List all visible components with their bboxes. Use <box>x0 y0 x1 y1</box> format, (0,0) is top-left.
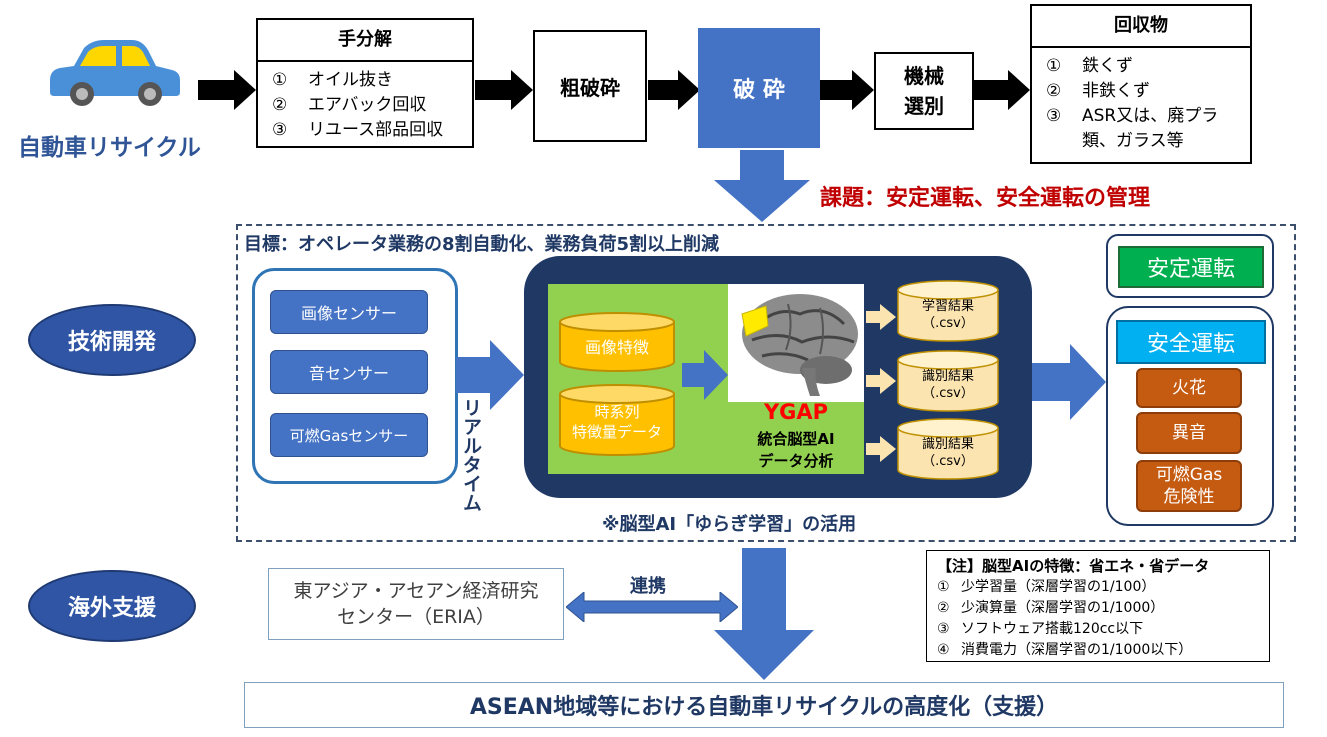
arrow-down-icon <box>714 150 810 222</box>
manual-disassembly-title: 手分解 <box>258 20 472 62</box>
ygap-line1: 統合脳型AI <box>757 430 835 448</box>
arrow-right-icon <box>866 368 896 394</box>
arrow-right-icon <box>456 340 524 410</box>
coarse-crush-box: 粗破砕 <box>533 30 647 142</box>
arrow-right-icon <box>475 70 533 110</box>
bottom-banner: ASEAN地域等における自動車リサイクルの高度化（支援） <box>244 682 1284 728</box>
eria-box: 東アジア・アセアン経済研究 センター（ERIA） <box>268 568 564 640</box>
timeseries-feature-db <box>559 384 675 456</box>
arrow-right-icon <box>820 70 874 110</box>
learning-result-db <box>897 280 999 342</box>
car-recycle-label: 自動車リサイクル <box>18 135 201 161</box>
goal-text: 目標：オペレータ業務の8割自動化、業務負荷5割以上削減 <box>244 234 720 255</box>
timeseries-feature-label: 時系列 特徴量データ <box>571 403 662 441</box>
car-icon <box>44 38 186 108</box>
safe-op-badge: 安全運転 <box>1116 320 1266 364</box>
arrow-right-icon <box>198 70 256 110</box>
tech-dev-badge: 技術開発 <box>28 304 196 376</box>
identify-result-db <box>897 350 999 412</box>
arrow-right-icon <box>1032 344 1106 420</box>
realtime-label: リアルタイム <box>460 398 482 512</box>
list-item: 類、ガラス等 <box>1082 131 1184 151</box>
arrow-right-icon <box>866 304 896 330</box>
recovered-title: 回収物 <box>1032 6 1250 48</box>
machine-sort-box: 機械 選別 <box>874 52 974 130</box>
cooperation-label: 連携 <box>630 576 666 597</box>
gas-sensor: 可燃Gasセンサー <box>270 413 428 457</box>
arrow-right-icon <box>974 70 1030 110</box>
brain-image <box>728 284 864 402</box>
dashed-frame <box>236 224 1296 542</box>
sound-sensor: 音センサー <box>270 350 428 394</box>
note-title: 【注】脳型AIの特徴：省エネ・省データ <box>937 557 1210 575</box>
image-feature-db <box>559 312 675 372</box>
stable-op-badge: 安定運転 <box>1118 246 1264 288</box>
crush-box: 破 砕 <box>698 28 820 148</box>
issue-text: 課題：安定運転、安全運転の管理 <box>820 186 1151 211</box>
learning-result-label: 学習結果（.csv） <box>921 299 974 331</box>
ygap-line2: データ分析 <box>758 452 834 470</box>
arrow-right-icon <box>682 350 728 400</box>
arrow-right-icon <box>648 70 700 110</box>
overseas-badge: 海外支援 <box>28 570 196 642</box>
spark-item: 火花 <box>1136 368 1242 408</box>
brain-ai-note: ※脳型AI「ゆらぎ学習」の活用 <box>602 514 857 535</box>
image-sensor: 画像センサー <box>270 290 428 334</box>
gas-danger-item: 可燃Gas 危険性 <box>1136 460 1242 512</box>
arrow-down-icon <box>714 548 814 680</box>
abnormal-sound-item: 異音 <box>1136 412 1242 454</box>
identify-result-label: 識別結果（.csv） <box>921 369 974 401</box>
ygap-name: YGAP <box>763 400 829 424</box>
image-feature-label: 画像特徴 <box>584 338 649 357</box>
arrow-right-icon <box>866 436 896 462</box>
identify-result-db <box>897 418 999 480</box>
identify-result-label: 識別結果（.csv） <box>921 437 974 469</box>
double-arrow-icon <box>566 592 738 622</box>
